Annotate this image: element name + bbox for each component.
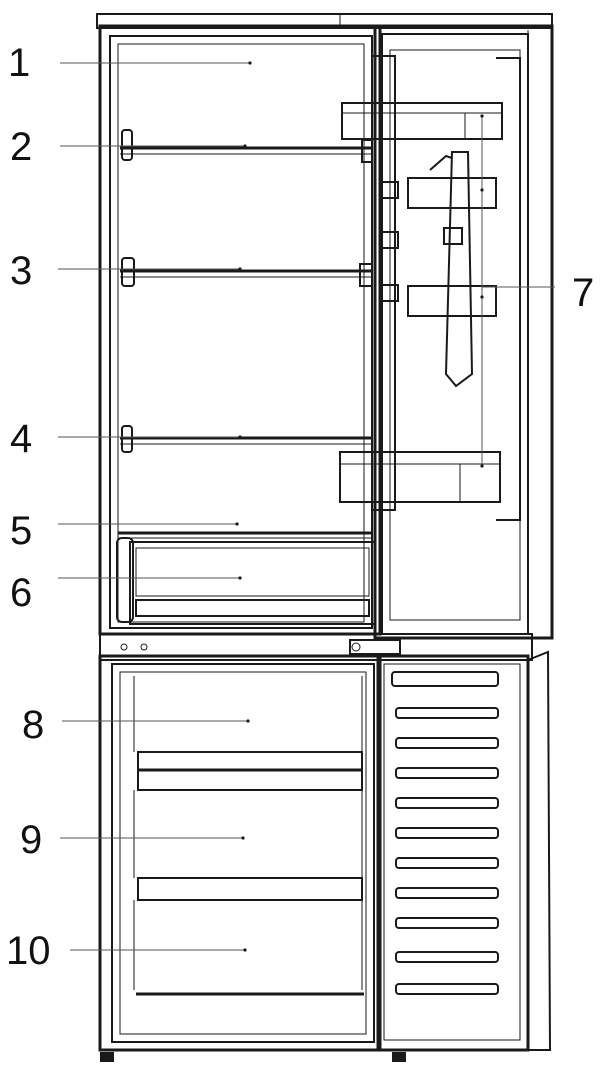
crisper-cover	[118, 531, 372, 539]
divider-panel	[99, 633, 533, 661]
leader-lines	[58, 61, 555, 952]
base-and-feet	[100, 1049, 530, 1062]
freezer-cabinet	[98, 654, 382, 1052]
fridge-door	[372, 24, 554, 640]
callout-8: 8	[22, 703, 44, 747]
callout-5: 5	[10, 509, 32, 553]
freezer-drawer-top	[133, 676, 363, 791]
callout-4: 4	[10, 417, 32, 461]
crisper-drawer	[116, 537, 376, 625]
callout-6: 6	[10, 571, 32, 615]
callout-2: 2	[10, 125, 32, 169]
freezer-door-vents	[395, 707, 499, 995]
glass-shelf-middle	[120, 257, 373, 287]
freezer-drawer-middle	[133, 790, 363, 901]
door-balcony-top	[341, 102, 503, 140]
door-rack	[379, 151, 497, 388]
callout-9: 9	[20, 818, 42, 862]
glass-shelf-bottom	[120, 425, 372, 453]
callout-1: 1	[8, 41, 30, 85]
freezer-drawer-bottom	[133, 900, 364, 996]
callout-10: 10	[6, 929, 51, 973]
door-balcony-bottom	[339, 451, 501, 503]
callout-3: 3	[10, 249, 32, 293]
callout-7: 7	[572, 271, 594, 315]
glass-shelf-top	[120, 129, 373, 163]
freezer-door	[376, 650, 552, 1052]
callout-labels: 1 2 3 4 5 6 7 8 9 10	[6, 41, 594, 973]
